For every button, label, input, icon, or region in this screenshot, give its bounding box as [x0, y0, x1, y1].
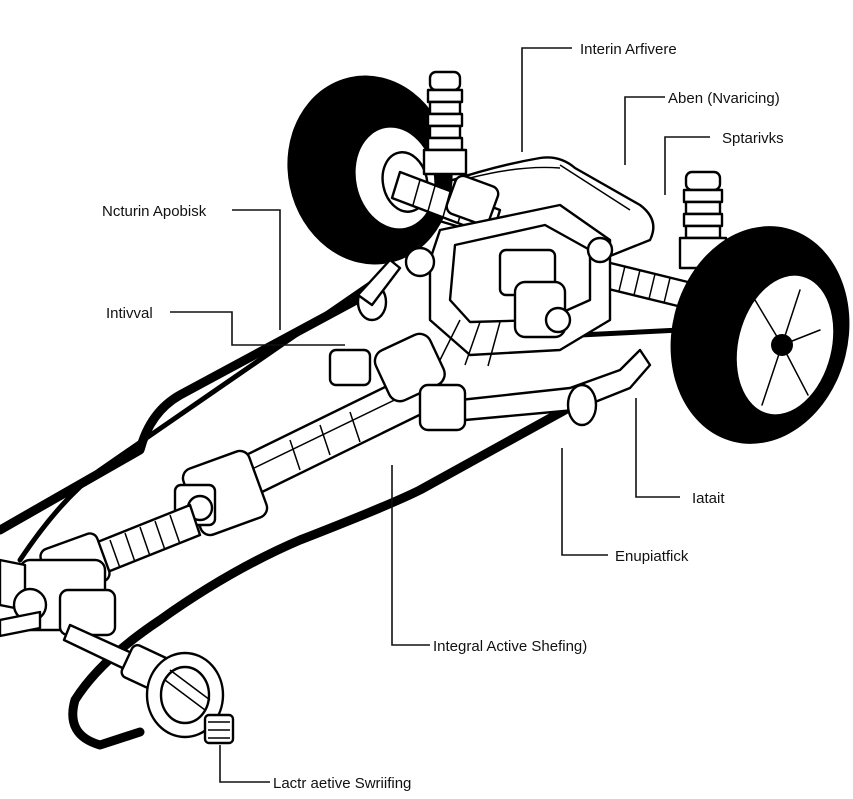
callout-lactr-aetive-swriifing: Lactr aetive Swriifing [273, 775, 411, 792]
leader-enupiatfick [561, 448, 608, 556]
leader-interin [521, 47, 572, 152]
callout-interin-arfivere: Interin Arfivere [580, 41, 677, 58]
callout-labels: Interin Arfivere Aben (Nvaricing) Sptari… [102, 41, 784, 792]
callout-integral-active-shefing: Integral Active Shefing) [433, 638, 587, 655]
callout-sptarivks: Sptarivks [722, 130, 784, 147]
leader-sptarivks [664, 136, 710, 195]
leader-iatait [635, 398, 680, 498]
left-strut [422, 70, 468, 176]
leader-intivval [170, 311, 345, 346]
leader-integral [391, 465, 430, 646]
right-wheel [670, 226, 850, 444]
callout-intivval: Intivval [106, 305, 153, 322]
leader-aben [624, 96, 665, 165]
callout-iatait: Iatait [692, 490, 725, 507]
tie-rod-end [62, 623, 235, 745]
leader-ncturin [232, 209, 281, 330]
chassis-rails [0, 267, 570, 750]
steering-column [238, 332, 467, 494]
callout-enupiatfick: Enupiatfick [615, 548, 689, 565]
leader-lactr [219, 745, 270, 783]
callout-aben-nvaricing: Aben (Nvaricing) [668, 90, 780, 107]
leader-lines [170, 47, 710, 783]
lower-frame [356, 258, 652, 427]
callout-ncturin-apobisk: Ncturin Apobisk [102, 203, 207, 220]
central-gearbox [404, 203, 614, 367]
steering-rack [0, 449, 269, 638]
